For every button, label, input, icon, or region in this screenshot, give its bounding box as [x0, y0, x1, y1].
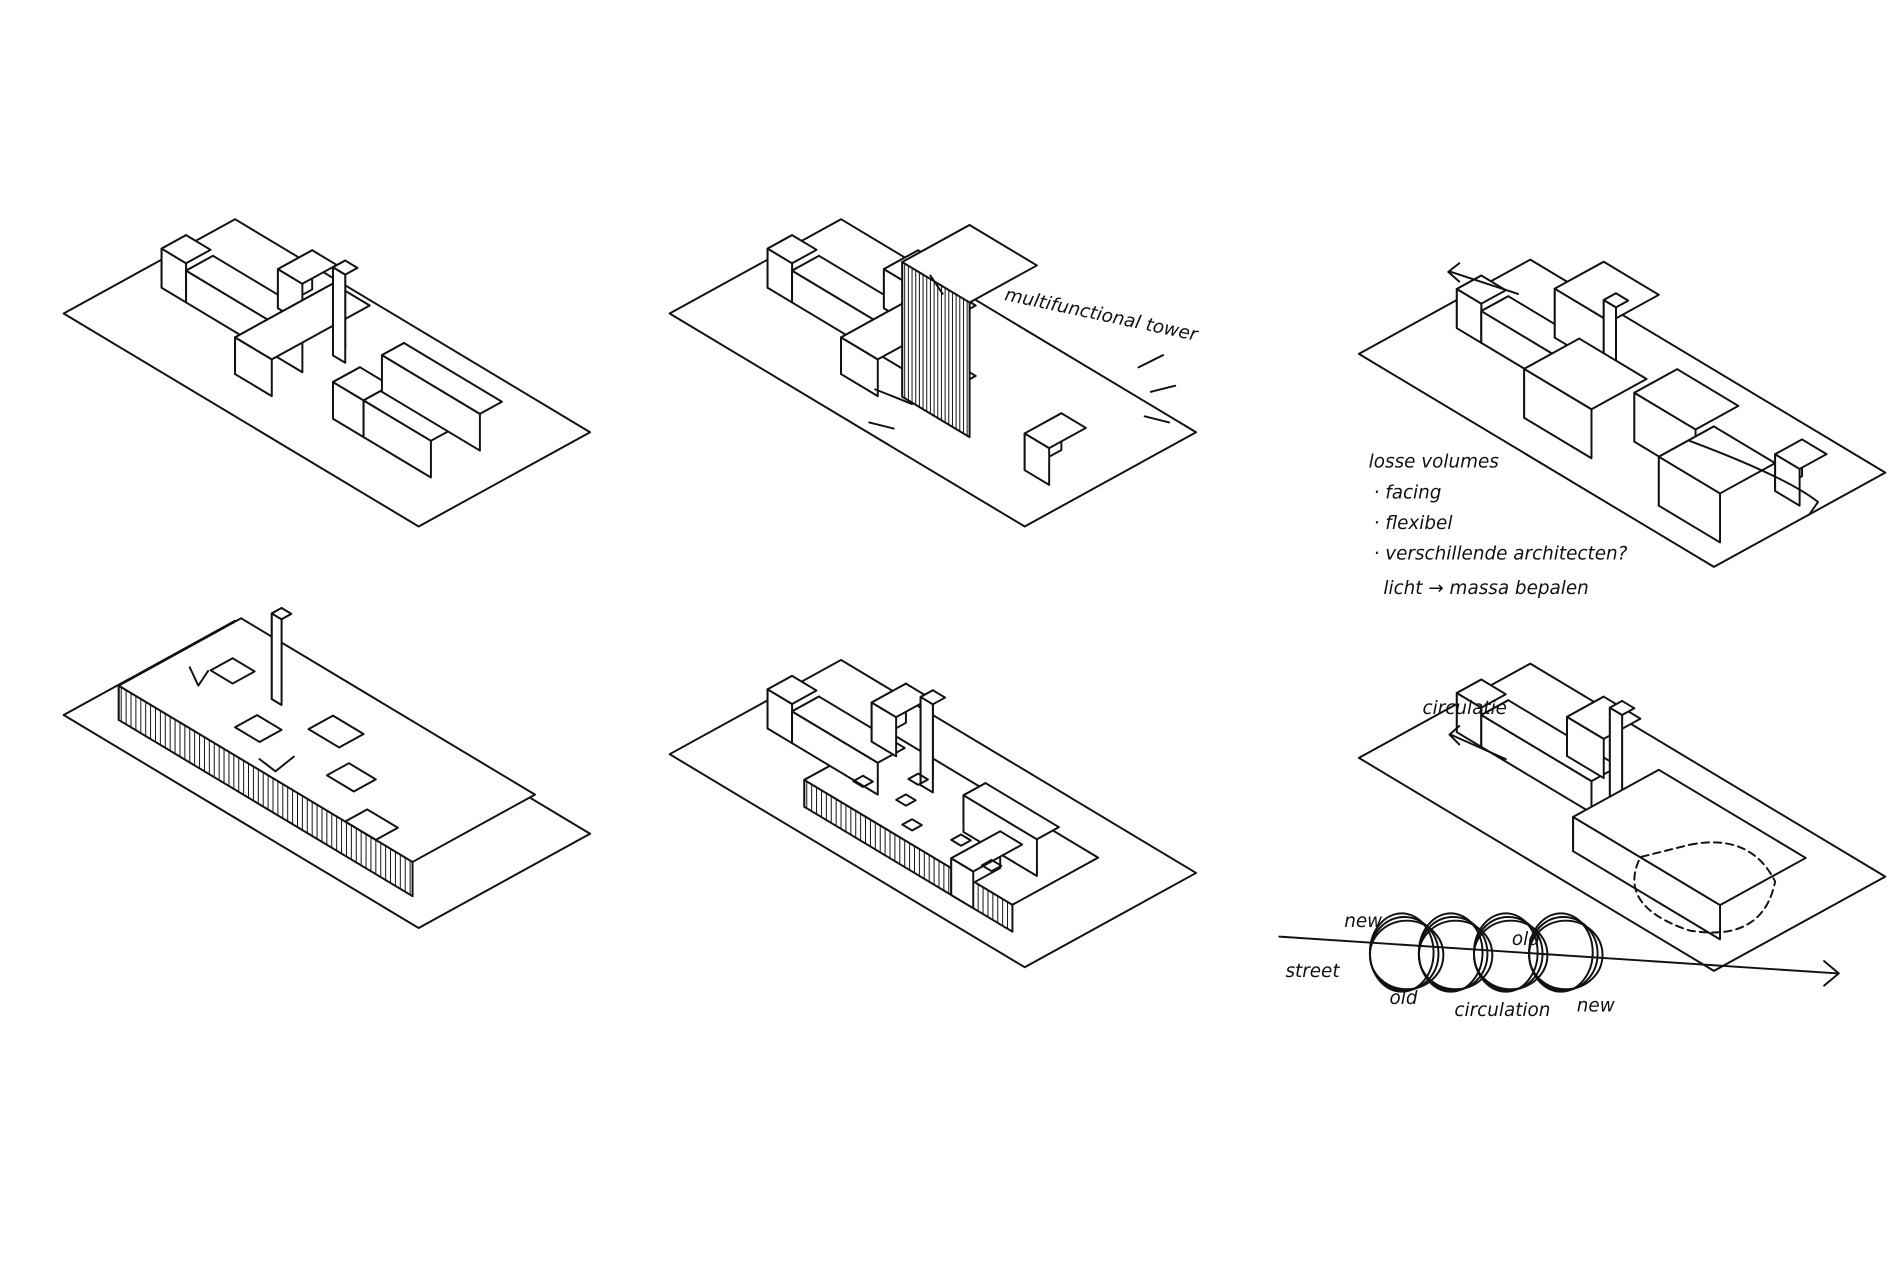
circulation-loop	[1368, 919, 1445, 991]
courtyard-wing	[380, 342, 503, 452]
sketch-roof-slab	[62, 607, 592, 930]
notes-block: losse volumes · facing · flexibel · vers…	[1369, 452, 1628, 599]
roof-opening	[980, 858, 1003, 873]
label-circulatie: circulatie	[1423, 698, 1507, 719]
roof-opening	[344, 808, 399, 841]
loose-volume	[1633, 368, 1740, 480]
sketch-circulation	[1278, 662, 1887, 993]
label-old-top: old	[1512, 929, 1540, 950]
sketch-infill-roof	[668, 658, 1198, 969]
circulation-loop	[1417, 919, 1494, 991]
loose-volume	[1523, 337, 1648, 460]
tower-annotation: multifunctional tower	[1003, 284, 1201, 346]
note-item: · facing	[1374, 482, 1442, 503]
emphasis-stroke	[874, 388, 914, 406]
roof-opening	[907, 772, 929, 786]
courtyard-wing	[362, 385, 457, 479]
continuous-roof-slab	[117, 617, 536, 898]
chimney-tower	[919, 689, 947, 794]
arrow-head-icon	[1823, 960, 1840, 987]
circulation-loop	[1472, 919, 1549, 991]
roof-opening	[234, 714, 283, 743]
note-item: · verschillende architecten?	[1374, 544, 1628, 565]
label-old-bottom: old	[1389, 988, 1417, 1009]
roof-opening	[950, 833, 972, 847]
circulation-loop	[1528, 919, 1604, 991]
new-volume	[1572, 768, 1807, 941]
multifunctional-tower	[901, 224, 1038, 439]
label-new-bottom: new	[1577, 995, 1616, 1016]
roof-opening	[325, 762, 377, 793]
chimney-tower	[332, 259, 359, 364]
emphasis-stroke	[868, 421, 895, 430]
tower-label: multifunctional tower	[1003, 284, 1201, 346]
emphasis-stroke	[929, 274, 944, 295]
roof-opening	[307, 714, 365, 749]
arrow-line	[1688, 439, 1819, 516]
chimney-tower	[270, 607, 293, 706]
building-volume	[791, 695, 906, 796]
building-volume	[766, 674, 818, 745]
courtyard-block	[332, 366, 392, 439]
arrow-head-icon	[1447, 262, 1461, 283]
note-item: · flexibel	[1374, 513, 1454, 534]
building-volume	[766, 234, 818, 304]
building-volume	[870, 682, 932, 758]
emphasis-stroke	[1143, 415, 1171, 424]
building-volume	[1455, 274, 1507, 344]
sketch-existing-fabric	[62, 218, 592, 528]
sketch-multifunctional-tower	[668, 218, 1198, 528]
label-street: street	[1285, 961, 1340, 982]
emphasis-stroke	[1137, 354, 1164, 369]
circulation-labels: circulatie new old street old circulatio…	[1285, 698, 1615, 1021]
arrow-line	[1449, 270, 1520, 295]
label-circulation: circulation	[1454, 1000, 1550, 1021]
roof-opening	[209, 657, 256, 685]
roof-opening	[895, 793, 917, 807]
tree-icon	[258, 755, 295, 773]
arrow-line	[1449, 733, 1507, 761]
building-volume	[950, 830, 1024, 910]
note-last: licht → massa bepalen	[1383, 578, 1588, 599]
loose-volume	[1657, 425, 1777, 544]
building-volume	[1023, 412, 1087, 486]
emphasis-stroke	[1149, 384, 1177, 393]
building-volume	[1455, 678, 1507, 748]
label-new-top: new	[1344, 911, 1383, 932]
building-volume	[1774, 438, 1828, 507]
roof-opening	[852, 774, 874, 788]
roof-opening	[901, 818, 923, 832]
sketch-loose-volumes	[1357, 258, 1887, 568]
tree-icon	[188, 666, 210, 687]
wing-block	[160, 234, 212, 304]
notes-title: losse volumes	[1369, 452, 1500, 473]
arrow-head-icon	[1448, 725, 1461, 746]
circulation-loop	[1633, 841, 1777, 934]
street-circulation-axis	[1278, 935, 1838, 975]
